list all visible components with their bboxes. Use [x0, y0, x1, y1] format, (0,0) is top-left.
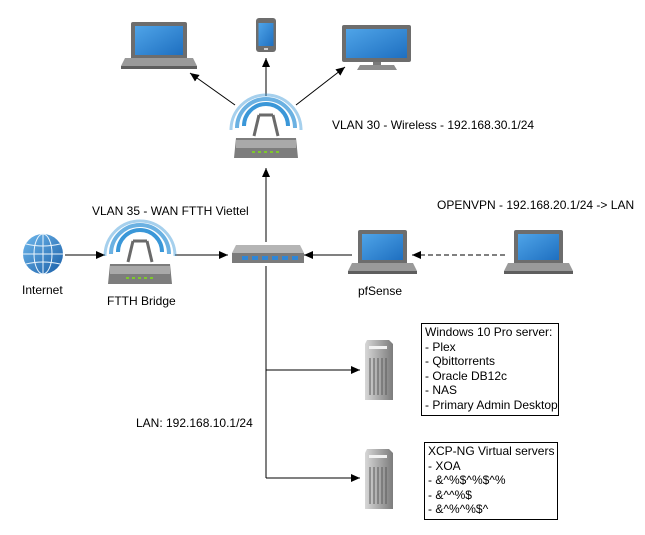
windows-server-item: - Oracle DB12c — [425, 368, 508, 383]
xcp-server-item: - XOA — [428, 458, 461, 473]
wireless-access-point-icon — [229, 93, 303, 158]
vlan35-label: VLAN 35 - WAN FTTH Viettel — [92, 204, 249, 218]
laptop-icon — [348, 230, 417, 274]
windows-server-item: - Qbittorrents — [425, 354, 496, 369]
laptop-icon — [504, 230, 573, 274]
ftth-bridge-label: FTTH Bridge — [107, 294, 176, 308]
windows-server-item: - Primary Admin Desktop — [425, 397, 558, 412]
smartphone-icon — [256, 18, 276, 52]
windows-server-info-box: Windows 10 Pro server: - Plex - Qbittorr… — [421, 323, 559, 416]
xcp-server-info-box: XCP-NG Virtual servers - XOA - &^%$^%$^%… — [424, 442, 558, 520]
link-ap-to-monitor — [295, 66, 346, 106]
xcp-server-item: - &^^%$ — [428, 487, 472, 502]
xcp-server-title: XCP-NG Virtual servers — [428, 444, 555, 458]
network-switch-icon — [232, 245, 304, 263]
lan-label: LAN: 192.168.10.1/24 — [136, 416, 253, 430]
vlan30-label: VLAN 30 - Wireless - 192.168.30.1/24 — [332, 118, 535, 132]
internet-label: Internet — [22, 283, 63, 297]
xcp-server-item: - &^%^%$^ — [428, 502, 489, 517]
monitor-icon — [342, 25, 411, 70]
server-tower-icon — [365, 449, 393, 509]
windows-server-item: - Plex — [425, 339, 456, 354]
connections — [65, 58, 505, 482]
xcp-server-item: - &^%$^%$^% — [428, 473, 506, 488]
globe-icon — [23, 233, 63, 275]
windows-server-item: - NAS — [425, 383, 458, 398]
windows-server-title: Windows 10 Pro server: — [425, 325, 553, 339]
wireless-router-icon — [103, 219, 177, 284]
laptop-icon — [121, 22, 197, 69]
server-tower-icon — [365, 340, 393, 400]
link-ap-to-laptop — [189, 72, 236, 106]
pfsense-label: pfSense — [358, 284, 403, 298]
openvpn-label: OPENVPN - 192.168.20.1/24 -> LAN — [437, 198, 635, 212]
